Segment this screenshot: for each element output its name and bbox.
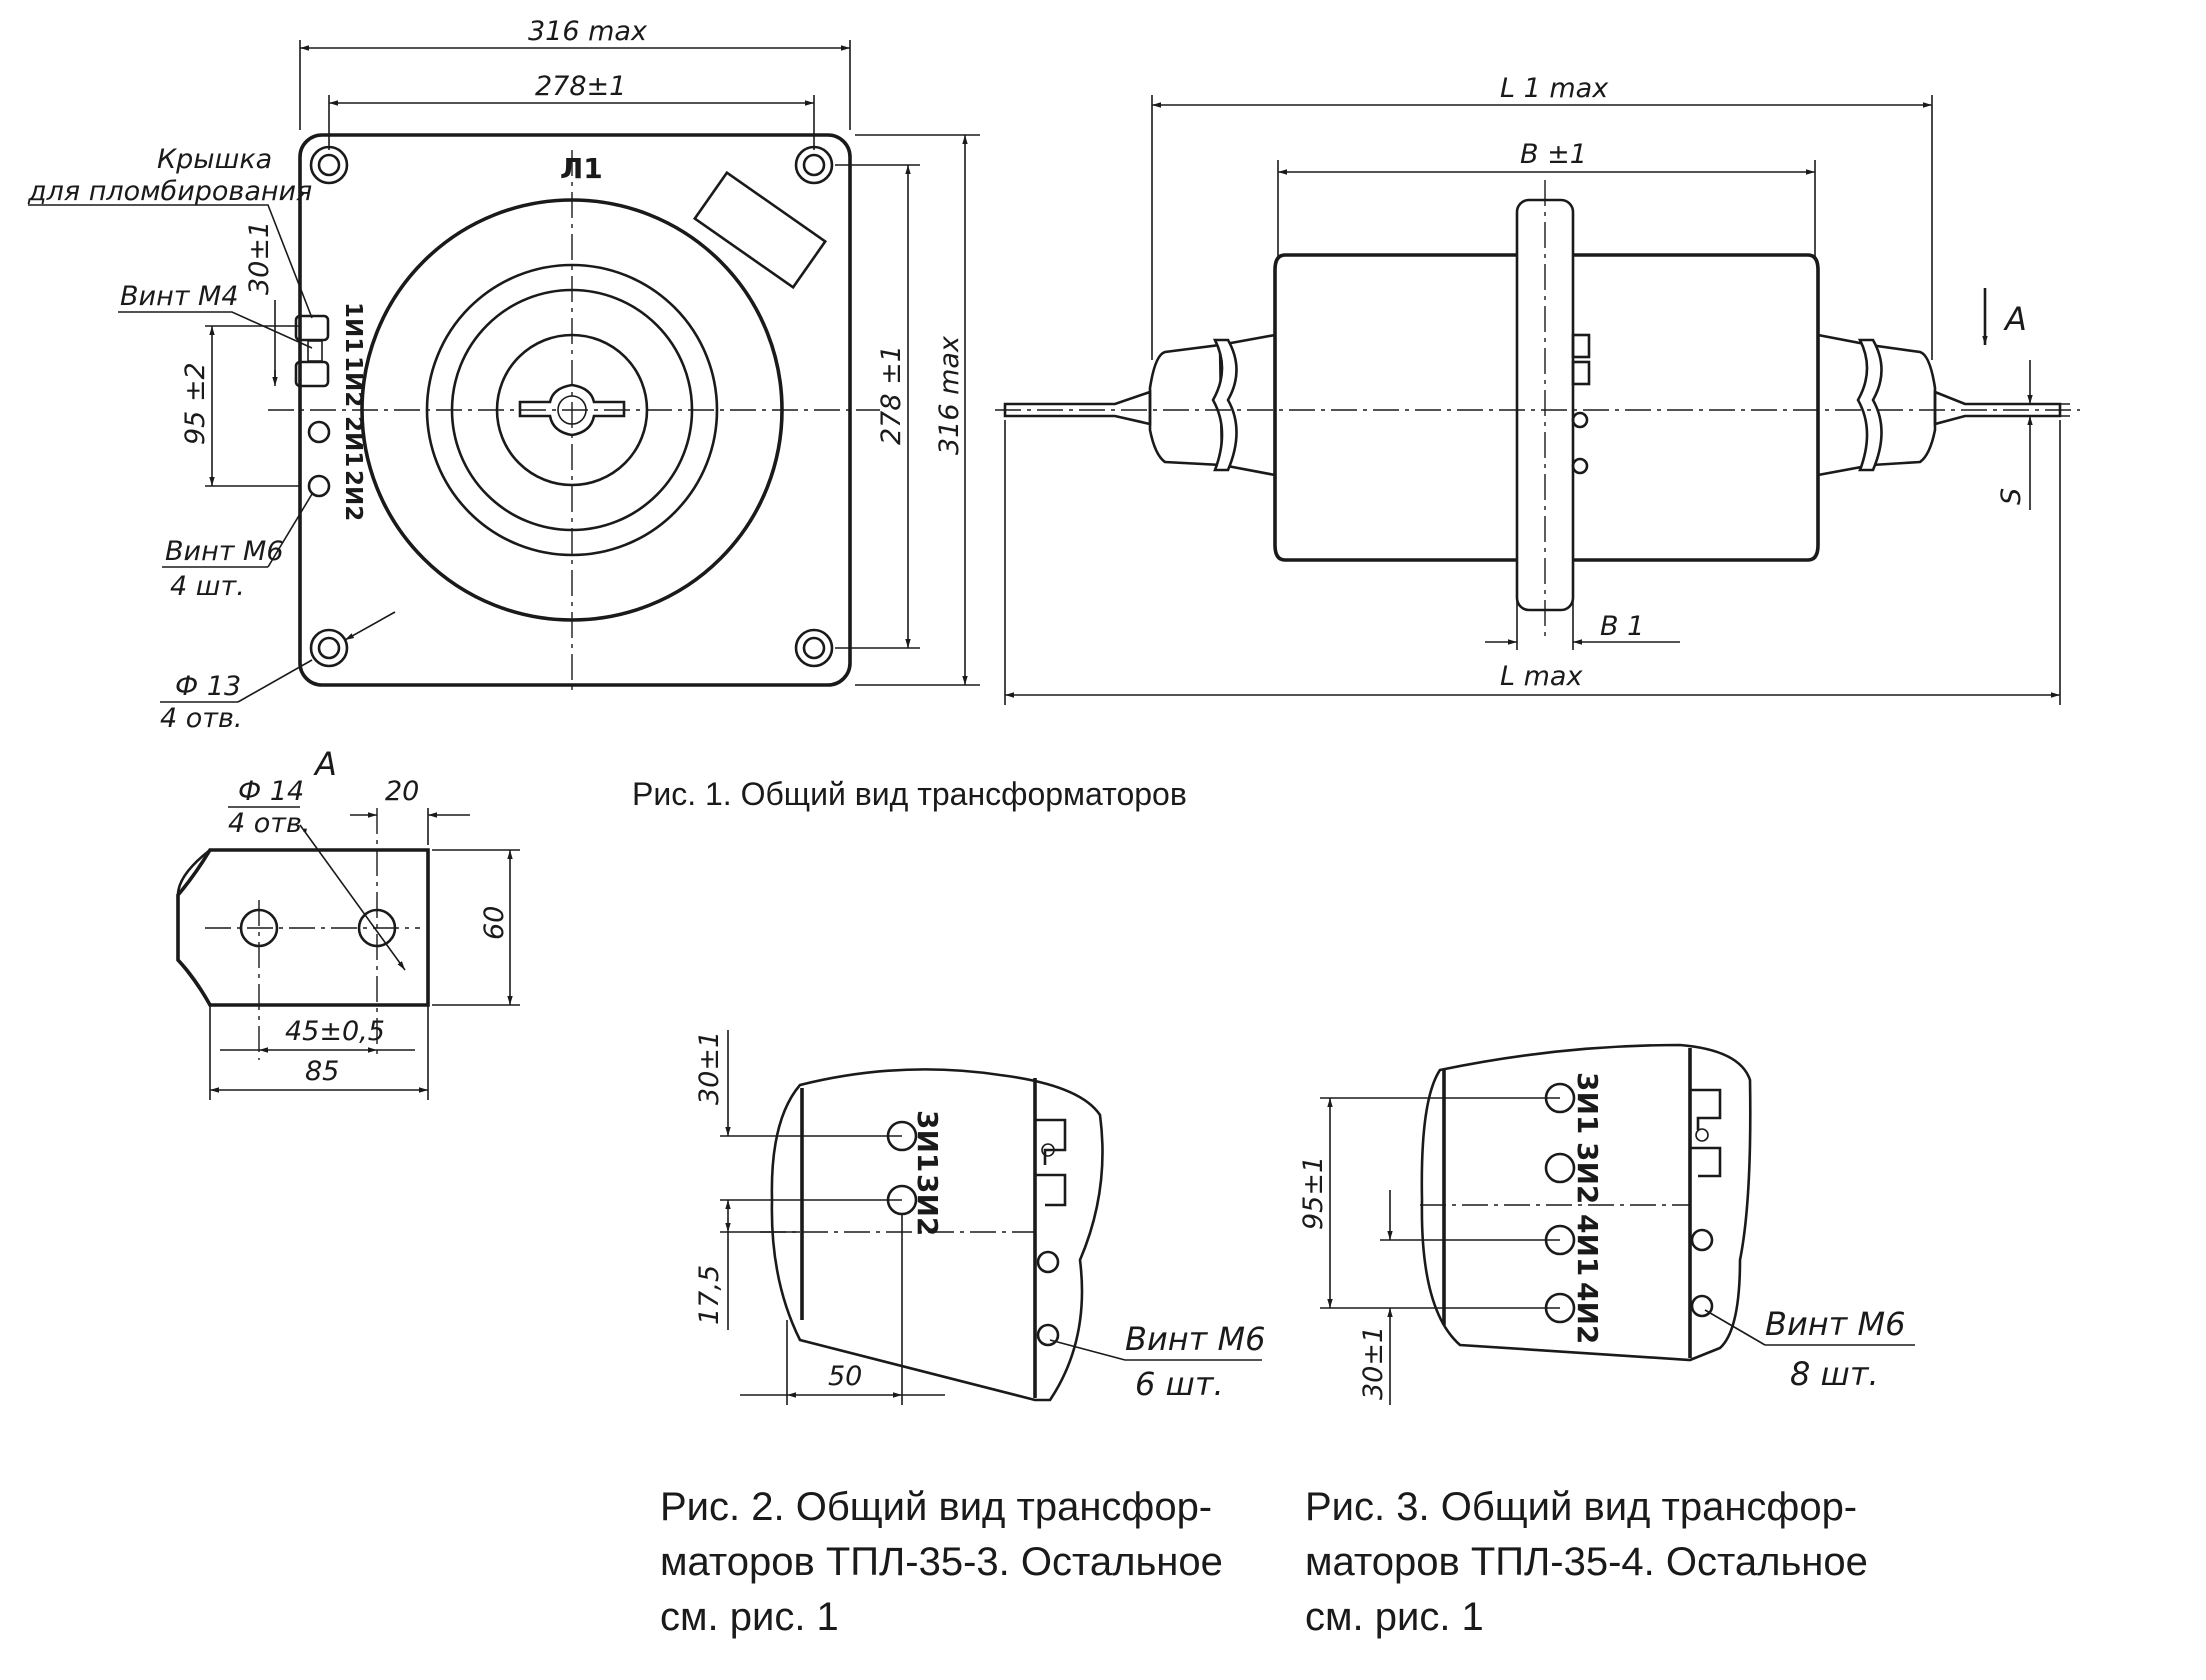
terminal-2I1: 2И1: [340, 416, 366, 467]
side-body: [1273, 253, 1820, 562]
dim-S: S: [1996, 488, 2027, 505]
front-view: Л1 1И1 1И2 2И1 2И2 316 max 278±1: [27, 16, 980, 734]
label-lid-1: Крышка: [157, 144, 272, 175]
fig3-screw-qty: 8 шт.: [1790, 1355, 1879, 1393]
fig2-outline: [770, 1068, 1104, 1402]
side-view: L 1 max B ±1 B 1 L max S A: [995, 73, 2080, 705]
viewA-hole-dia: Ф 14: [238, 776, 304, 807]
fig3-label-4I2: 4И2: [1571, 1282, 1604, 1344]
label-screw-m6-qty: 4 шт.: [170, 571, 245, 602]
dim-height-max: 316 max: [934, 335, 965, 455]
view-A: А Ф 14 4 отв. 20 60 45±0,5 85: [176, 745, 520, 1100]
dim-B1: B 1: [1600, 611, 1644, 642]
fig3-dim-30: 30±1: [1358, 1326, 1389, 1400]
fig2-caption-2: маторов ТПЛ-35-3. Остальное: [660, 1540, 1223, 1584]
dim-L-max: L max: [1500, 661, 1583, 692]
fig3-label-3I1: 3И1: [1571, 1072, 1604, 1134]
label-screw-m4: Винт М4: [120, 281, 239, 312]
dim-lid-offset: 30±1: [244, 221, 275, 295]
fig3-caption-3: см. рис. 1: [1305, 1595, 1484, 1639]
fig3-caption-1: Рис. 3. Общий вид трансфор-: [1305, 1485, 1857, 1529]
view-arrow-A: A: [2003, 300, 2027, 338]
fig2-caption-3: см. рис. 1: [660, 1595, 839, 1639]
viewA-dim-60: 60: [479, 906, 510, 940]
label-screw-m6: Винт М6: [165, 536, 284, 567]
fig3-outline: [1420, 1043, 1752, 1362]
fig3-screw: Винт М6: [1765, 1305, 1905, 1343]
viewA-hole-qty: 4 отв.: [228, 808, 311, 839]
fig3-dim-95: 95±1: [1298, 1156, 1329, 1230]
fig2-detail: 3И1 3И2 30±1 17,5 50 Винт М6 6 шт.: [694, 1030, 1265, 1405]
label-hole-dia: Ф 13: [175, 671, 241, 702]
fig2-label-3I2: 3И2: [911, 1174, 944, 1236]
fig2-caption-1: Рис. 2. Общий вид трансфор-: [660, 1485, 1212, 1529]
dim-term-spacing: 95 ±2: [180, 362, 211, 445]
fig2-label-3I1: 3И1: [911, 1110, 944, 1172]
terminal-2I2: 2И2: [340, 470, 366, 521]
fig2-dim-175: 17,5: [694, 1265, 725, 1325]
viewA-title: А: [313, 745, 337, 783]
terminal-1I1: 1И1: [340, 302, 366, 353]
fig2-screw: Винт М6: [1125, 1320, 1265, 1358]
fig3-caption-2: маторов ТПЛ-35-4. Остальное: [1305, 1540, 1868, 1584]
fig3-detail: 3И1 3И2 4И1 4И2 95±1 30±1 Винт М6 8 шт.: [1298, 1043, 1915, 1405]
viewA-dim-45: 45±0,5: [285, 1016, 385, 1047]
label-lid-2: для пломбирования: [27, 176, 312, 207]
fig1-caption: Рис. 1. Общий вид трансформаторов: [632, 776, 1187, 812]
dim-B: B ±1: [1520, 139, 1587, 170]
fig2-screw-qty: 6 шт.: [1135, 1365, 1224, 1403]
fig3-term-2: [1544, 1152, 1576, 1184]
fig3-label-4I1: 4И1: [1571, 1214, 1604, 1276]
nameplate: [692, 170, 828, 290]
viewA-dim-85: 85: [305, 1056, 339, 1087]
dim-hole-spacing: 278±1: [535, 71, 626, 102]
viewA-dim-20: 20: [385, 776, 419, 807]
fig2-dim-50: 50: [828, 1361, 862, 1392]
terminal-L1: Л1: [560, 152, 603, 185]
fig3-label-3I2: 3И2: [1571, 1142, 1604, 1204]
label-hole-qty: 4 отв.: [160, 703, 243, 734]
dim-L1-max: L 1 max: [1500, 73, 1609, 104]
terminal-1I2: 1И2: [340, 356, 366, 407]
dim-width-max: 316 max: [528, 16, 648, 47]
fig2-dim-30: 30±1: [694, 1031, 725, 1105]
dim-height-hole: 278 ±1: [876, 345, 907, 445]
